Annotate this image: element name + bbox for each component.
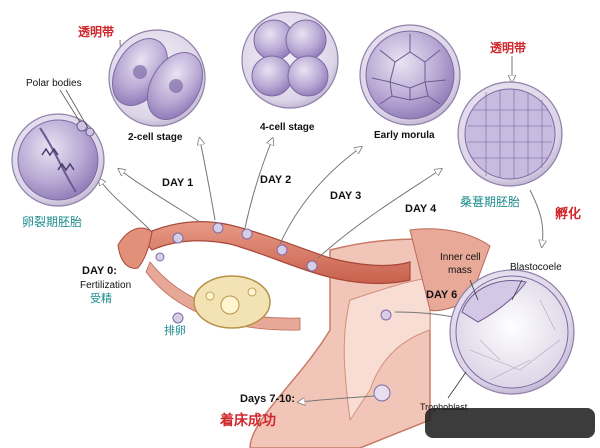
compact-morula-embryo — [457, 81, 563, 187]
early-morula-embryo — [359, 24, 461, 126]
blastocoele-label: Blastocoele — [510, 262, 562, 273]
embryo-day1 — [212, 222, 224, 234]
oviduct — [139, 221, 411, 285]
two-cell-embryo — [108, 29, 206, 127]
polar-body-2 — [85, 127, 95, 137]
tube-embryos — [155, 222, 392, 402]
cleavage-embryo-label: 卵裂期胚胎 — [22, 215, 82, 229]
embryo-day2 — [241, 228, 253, 240]
arrow-implantation — [300, 395, 375, 402]
two-cell-nucleus-left — [133, 65, 147, 79]
compact-morula-cell — [464, 88, 556, 180]
pointer-blastocoele — [511, 279, 523, 301]
zygote-embryo — [11, 89, 105, 207]
arrow-hatching — [529, 189, 543, 245]
days-7-10-label: Days 7-10: — [240, 393, 295, 405]
inner-cell-mass — [461, 280, 527, 323]
egg-fertilization — [172, 232, 184, 244]
arrow-day1 — [120, 170, 201, 223]
polar-bodies-label: Polar bodies — [26, 78, 82, 89]
fertilization-site — [155, 252, 165, 262]
pointer-inner-cell-mass — [469, 279, 479, 301]
fertilization-zh-label: 受精 — [90, 292, 112, 305]
two-cell-nucleus-right — [169, 79, 183, 93]
four-cell-embryo — [241, 11, 339, 109]
arrow-day4 — [317, 170, 440, 259]
early-morula-label: Early morula — [374, 130, 435, 141]
day3-label: DAY 3 — [330, 190, 361, 202]
two-cell-label: 2-cell stage — [128, 132, 183, 143]
embryo-day3 — [276, 244, 288, 256]
hatching-label: 孵化 — [555, 206, 581, 222]
morula-cell-borders — [371, 34, 447, 105]
arrow-to-cleavage — [100, 180, 151, 231]
four-cell-3 — [251, 55, 293, 97]
ovulated-egg — [172, 312, 184, 324]
embryo-day4 — [306, 260, 318, 272]
ovulation-label: 排卵 — [164, 323, 186, 337]
arrow-day3 — [279, 148, 360, 245]
ovary-follicle — [220, 295, 240, 315]
day0-label: DAY 0: — [82, 265, 117, 277]
blastocyst-uterus — [380, 309, 392, 321]
redaction-bar — [425, 408, 595, 438]
implantation-label: 着床成功 — [219, 412, 276, 429]
inner-cell-mass-label-2: mass — [448, 265, 472, 276]
fimbriae — [117, 227, 153, 269]
pointer-trophoblast — [447, 371, 467, 399]
trophoblast-lines — [469, 299, 561, 381]
polar-bodies-pointer — [59, 89, 89, 129]
zona-label-right: 透明带 — [490, 40, 526, 55]
morula-embryo-label: 桑葚期胚胎 — [460, 195, 520, 209]
compact-morula-pattern — [468, 90, 552, 178]
morula-cell — [365, 30, 455, 120]
day6-label: DAY 6 — [426, 289, 457, 301]
zona-label-top: 透明带 — [78, 24, 114, 39]
trophoblast-label: Trophoblast — [420, 402, 468, 412]
four-cell-2 — [285, 19, 327, 61]
zygote-chromosomes — [41, 147, 75, 172]
four-cell-label: 4-cell stage — [260, 122, 315, 133]
zygote-division — [39, 127, 77, 193]
embryo-implanting — [373, 384, 391, 402]
arrow-day1b — [200, 140, 216, 221]
day2-label: DAY 2 — [260, 174, 291, 186]
ovary-follicle-small-2 — [247, 287, 257, 297]
arrow-day2 — [244, 140, 272, 229]
day4-label: DAY 4 — [405, 203, 437, 215]
polar-body-1 — [76, 120, 88, 132]
four-cell-4 — [287, 55, 329, 97]
ovary-follicle-small — [205, 291, 215, 301]
day1-label: DAY 1 — [162, 177, 193, 189]
blastocyst-embryo — [447, 269, 575, 399]
inner-cell-mass-label-1: Inner cell — [440, 252, 481, 263]
fertilization-label: Fertilization — [80, 280, 131, 291]
four-cell-zona — [241, 11, 339, 109]
uterine-cavity — [343, 277, 431, 422]
